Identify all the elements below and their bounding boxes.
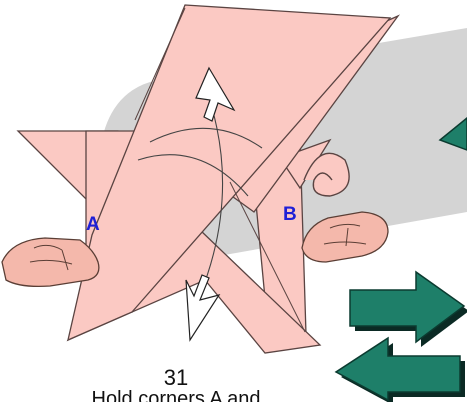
step-caption: Hold corners A and: [0, 388, 352, 402]
point-b-label: B: [283, 204, 297, 225]
green-arrow-right-icon: [350, 272, 467, 347]
point-a-label: A: [86, 214, 100, 235]
step-number: 31: [0, 366, 352, 390]
left-hand: [2, 238, 99, 286]
green-arrow-left-icon: [336, 338, 465, 402]
